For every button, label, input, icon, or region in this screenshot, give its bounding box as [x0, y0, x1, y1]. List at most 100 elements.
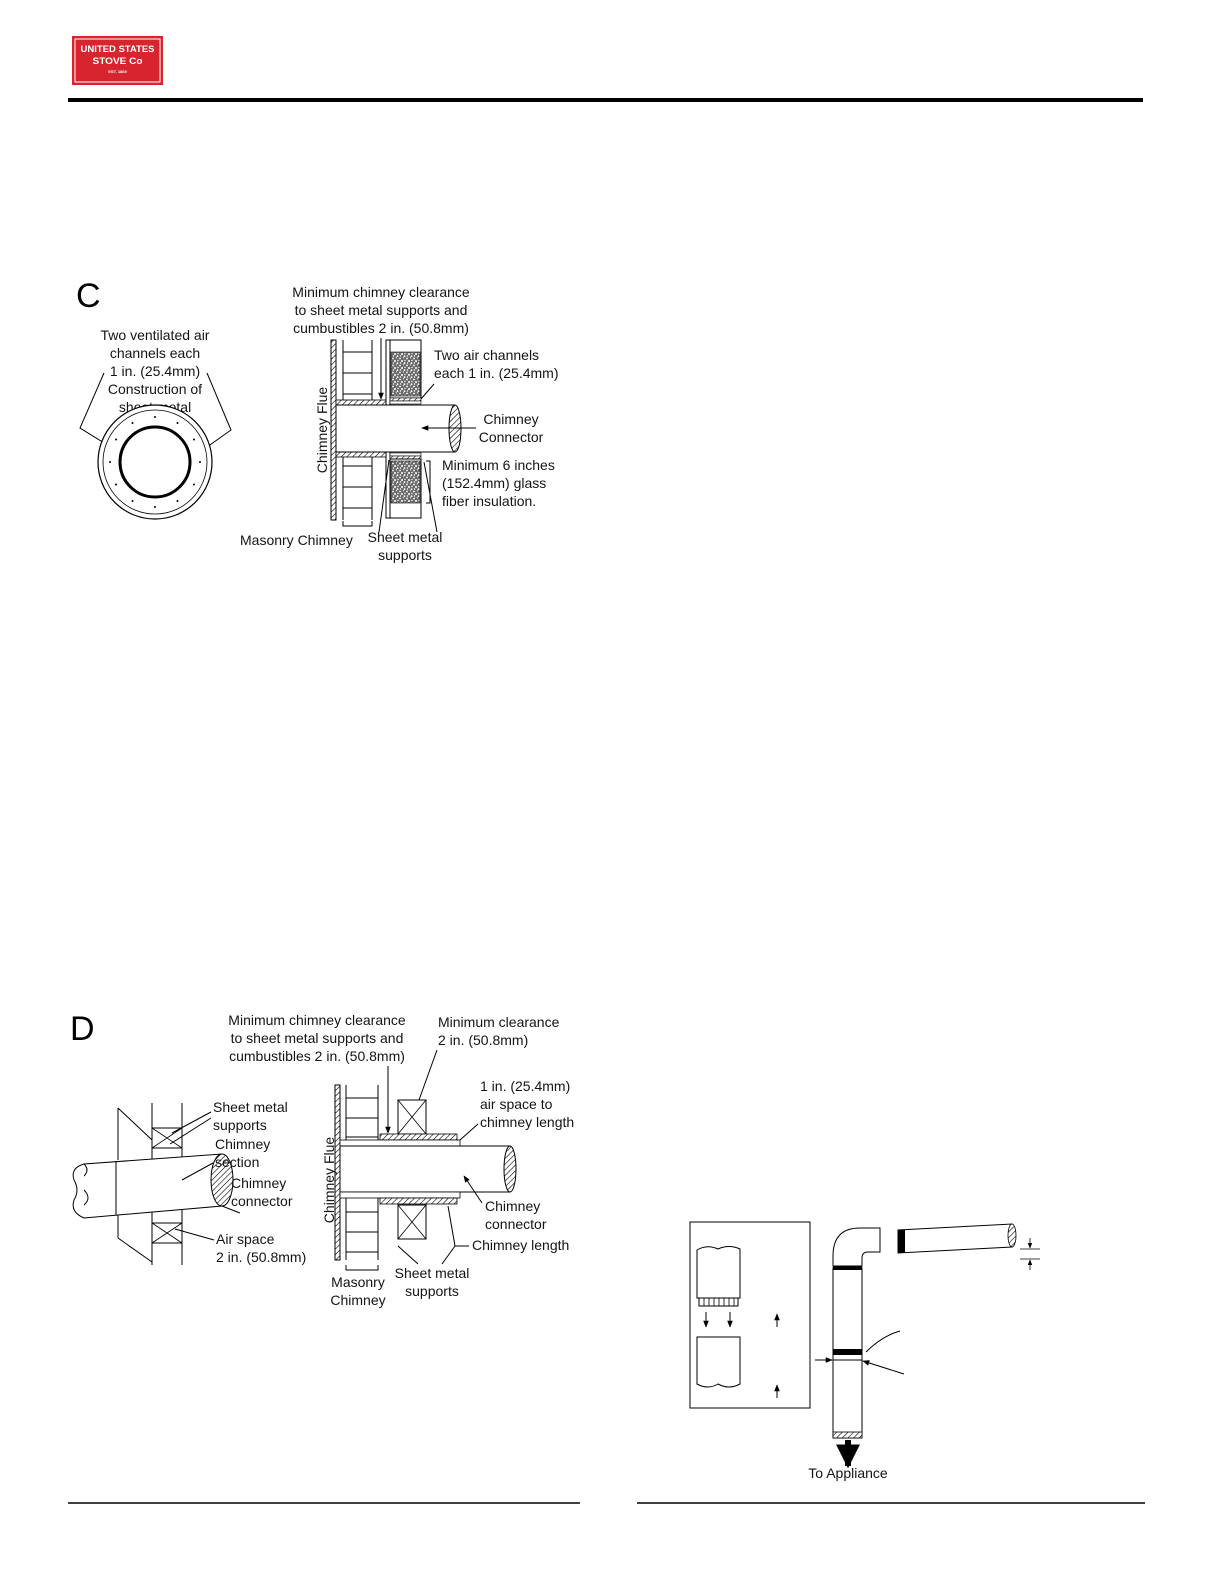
spacer-dots: [109, 416, 201, 508]
section-label-line: section: [215, 1154, 259, 1170]
ventilated-thimble-cross-section: Two ventilated air channels each 1 in. (…: [79, 327, 232, 520]
joint-band: [898, 1229, 905, 1253]
pipe-assembly-figure: To Appliance: [689, 1221, 1040, 1481]
clearance-label-line: Minimum chimney clearance: [292, 284, 470, 300]
leader-line: [862, 1360, 905, 1375]
logo-background: [72, 36, 163, 85]
section-label-line: Chimney: [215, 1136, 270, 1152]
joint-band: [833, 1349, 862, 1355]
left-supports-label-line: Sheet metal: [213, 1099, 288, 1115]
brand-logo: UNITED STATES STOVE Co EST. 1869: [72, 36, 163, 85]
air-channel-plate: [389, 400, 422, 405]
circle-label-line: Two ventilated air: [101, 327, 210, 343]
clearance-label-line: cumbustibles 2 in. (50.8mm): [229, 1048, 405, 1064]
air-space-length-label-line: air space to: [480, 1096, 553, 1112]
figure-c: C Two ventilated air channels each 1 in.…: [76, 277, 559, 563]
bottom-plate: [335, 451, 387, 458]
connector-arrow: [463, 1175, 483, 1204]
chimney-length-bottom: [379, 1197, 458, 1205]
masonry-label-line: Chimney: [330, 1292, 385, 1308]
to-appliance-label: To Appliance: [808, 1465, 888, 1481]
air-space-label-line: Air space: [216, 1231, 275, 1247]
supports-label-line: supports: [405, 1283, 459, 1299]
figure-d-letter: D: [70, 1010, 95, 1048]
air-channels-label-line: each 1 in. (25.4mm): [434, 365, 559, 381]
pipe-end: [1007, 1223, 1017, 1248]
glass-fiber-insulation-bottom: [390, 460, 421, 504]
air-space-length-label-line: chimney length: [480, 1114, 574, 1130]
figure-d: D Sheet met: [70, 1010, 574, 1308]
leader-line: [169, 1117, 212, 1145]
leader-line: [420, 383, 435, 400]
sheet-metal-support-top: [385, 339, 391, 406]
masonry-label-line: Masonry: [331, 1274, 385, 1290]
inner-ring: [118, 425, 192, 499]
leader-line: [865, 1330, 901, 1353]
circle-label-line: 1 in. (25.4mm): [110, 363, 200, 379]
connector-label-line: Connector: [479, 429, 544, 445]
pipe-end: [503, 1145, 517, 1193]
leader-line: [418, 1049, 438, 1101]
leader-line: [397, 1245, 419, 1265]
air-channels-label-line: Two air channels: [434, 347, 539, 363]
supports-label-line: Sheet metal: [395, 1265, 470, 1281]
air-channel-plate: [389, 452, 422, 457]
air-space-top: [339, 1139, 461, 1147]
supports-label-line: Sheet metal: [368, 529, 443, 545]
elbow: [832, 1227, 881, 1267]
block-cross: [397, 1099, 427, 1135]
clearance-label-line: cumbustibles 2 in. (50.8mm): [293, 320, 469, 336]
air-channel-plate: [389, 397, 422, 402]
upper-pipe-section: [696, 1246, 741, 1299]
masonry-bricks: [342, 340, 373, 520]
chimney-flue-label: Chimney Flue: [321, 1137, 337, 1224]
min-clearance-label-line: 2 in. (50.8mm): [438, 1032, 528, 1048]
clearance-label-line: Minimum chimney clearance: [228, 1012, 406, 1028]
leader-line: [171, 1111, 212, 1134]
chimney-length-section: Minimum chimney clearance to sheet metal…: [228, 1012, 574, 1308]
masonry-chimney-label: Masonry Chimney: [240, 532, 353, 548]
air-space-bottom: [339, 1191, 461, 1199]
connector-label-line: Chimney: [485, 1198, 540, 1214]
connector-label-line: connector: [485, 1216, 547, 1232]
middle-ring: [102, 409, 208, 515]
joint-band: [833, 1265, 862, 1270]
crimp-lines: [703, 1298, 735, 1306]
min-clearance-label-line: Minimum clearance: [438, 1014, 560, 1030]
logo-line-1: UNITED STATES: [81, 44, 155, 55]
pipe-break: [72, 1163, 85, 1219]
leader-line: [447, 1205, 469, 1247]
block-cross: [397, 1204, 427, 1240]
supports-label-line: supports: [378, 547, 432, 563]
sheet-metal-support-blocks: [151, 1127, 183, 1244]
chimney-length-label: Chimney length: [472, 1237, 569, 1253]
left-connector-label-line: Chimney: [231, 1175, 286, 1191]
masonry-bracket: [345, 1265, 379, 1271]
slope-dimension: [1020, 1238, 1040, 1270]
leader-line: [181, 1162, 214, 1181]
lower-pipe-section: [696, 1336, 741, 1388]
figure-c-letter: C: [76, 277, 101, 315]
chimney-connector-pipe: [339, 1145, 511, 1193]
masonry-bricks: [345, 1085, 379, 1260]
chimney-flue-wall: [330, 339, 337, 521]
left-supports-label-line: supports: [213, 1117, 267, 1133]
leader-line: [378, 459, 390, 533]
air-space-label-line: 2 in. (50.8mm): [216, 1249, 306, 1265]
circle-label-line: Construction of: [108, 381, 202, 397]
crimp-detail-box: [689, 1221, 811, 1409]
leader-line: [423, 461, 438, 533]
circle-label-line: channels each: [110, 345, 200, 361]
leader-line: [174, 1228, 215, 1241]
clearance-label-line: to sheet metal supports and: [231, 1030, 404, 1046]
insulation-label-line: (152.4mm) glass: [442, 475, 546, 491]
crimped-end: [698, 1297, 739, 1307]
insulation-label-line: fiber insulation.: [442, 493, 536, 509]
logo-line-2: STOVE Co: [93, 56, 143, 67]
masonry-bracket: [342, 521, 373, 527]
sheet-metal-support-bottom: [385, 451, 391, 519]
chimney-length-top: [379, 1133, 458, 1141]
top-plate: [335, 399, 387, 406]
